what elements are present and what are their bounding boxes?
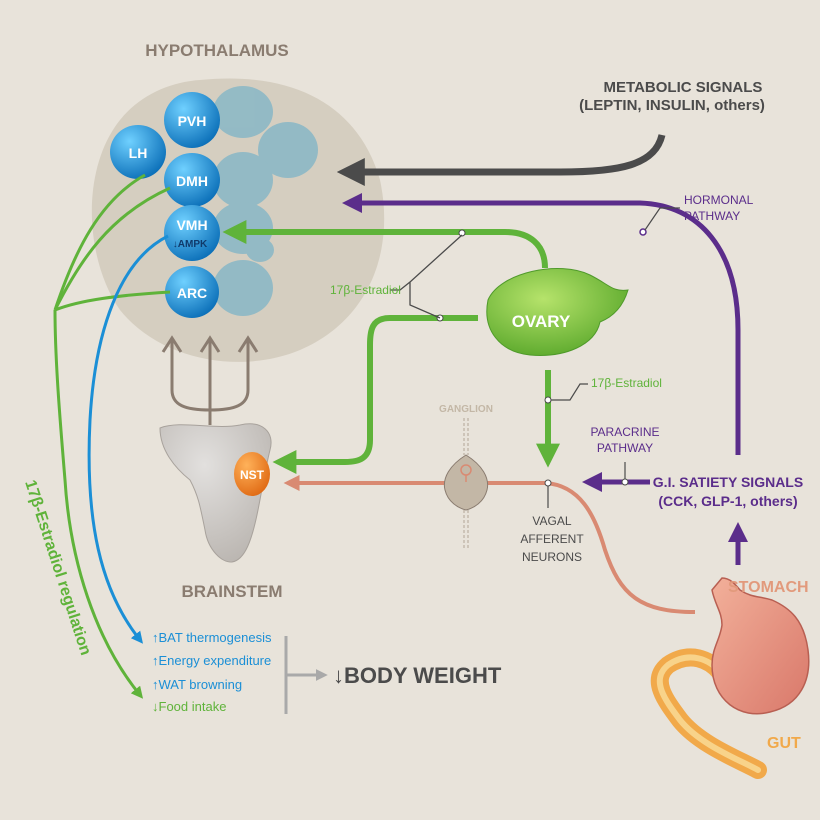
dmh-label: DMH — [176, 173, 208, 189]
nucleus-arc: ARC — [165, 266, 219, 318]
outcome-bat: ↑BAT thermogenesis — [152, 630, 272, 645]
estradiol-left-label: 17β-Estradiol — [330, 283, 401, 297]
metabolic-signals-title: METABOLIC SIGNALS — [604, 79, 763, 96]
hormonal-junction — [639, 228, 647, 236]
gut-label: GUT — [767, 735, 801, 752]
vmh-junction — [458, 229, 466, 237]
hormonal-line1: HORMONAL — [684, 193, 754, 207]
gut — [650, 648, 767, 779]
stomach — [711, 577, 810, 715]
estradiol-bracket — [390, 234, 463, 319]
arc-label: ARC — [177, 285, 207, 301]
ovary-leader — [551, 383, 588, 401]
vagal-afferent-arrow — [283, 475, 696, 614]
ovary-to-vmh-arrow — [222, 220, 548, 269]
outcome-wat: ↑WAT browning — [152, 677, 242, 692]
pvh-label: PVH — [178, 113, 207, 129]
paracrine-line2: PATHWAY — [597, 441, 653, 455]
ganglion: GANGLION — [439, 404, 493, 548]
nucleus-dmh: DMH — [164, 153, 220, 207]
paracrine-junction — [621, 478, 629, 486]
outcome-bracket — [284, 636, 310, 714]
nst-label: NST — [240, 468, 265, 482]
paracrine-line1: PARACRINE — [590, 425, 659, 439]
gi-satiety-subtitle: (CCK, GLP-1, others) — [658, 493, 797, 509]
hormonal-leader — [644, 207, 680, 231]
estradiol-ovary-label: 17β-Estradiol — [591, 376, 662, 390]
trident-heads — [161, 335, 259, 353]
nucleus-pvh: PVH — [164, 92, 220, 148]
ovary-junction — [544, 396, 552, 404]
vagal-line2: AFFERENT — [520, 532, 584, 546]
brainstem-title: BRAINSTEM — [181, 582, 282, 601]
metabolic-signals-subtitle: (LEPTIN, INSULIN, others) — [579, 97, 765, 114]
hormonal-pathway-arrow — [342, 193, 741, 455]
faded-nuclei — [213, 86, 318, 316]
ganglion-label: GANGLION — [439, 404, 493, 415]
hypothalamus-title: HYPOTHALAMUS — [145, 41, 289, 60]
vagal-junction — [544, 479, 552, 487]
stomach-label: STOMACH — [728, 579, 809, 596]
body-weight-label: ↓BODY WEIGHT — [333, 663, 502, 688]
vagal-line1: VAGAL — [532, 514, 571, 528]
vmh-blue-curve — [87, 234, 169, 644]
brainstem: NST — [159, 423, 272, 563]
outcome-energy: ↑Energy expenditure — [152, 653, 271, 668]
ovary: OVARY — [486, 268, 629, 356]
nucleus-vmh: VMH ↓AMPK — [164, 205, 220, 261]
ampk-label: ↓AMPK — [173, 239, 208, 250]
estradiol-regulation-label: 17β-Estradiol regulation — [21, 478, 94, 657]
brainstem-to-hypothalamus-arrows — [170, 340, 250, 425]
gi-satiety-title: G.I. SATIETY SIGNALS — [653, 474, 803, 490]
nucleus-lh: LH — [110, 125, 166, 179]
metabolic-signals-arrow — [336, 133, 666, 186]
ovary-label: OVARY — [512, 312, 571, 331]
hormonal-line2: PATHWAY — [684, 209, 740, 223]
estradiol-regulation-curves — [53, 173, 171, 699]
vmh-label: VMH — [176, 217, 207, 233]
lh-label: LH — [129, 145, 148, 161]
ovary-to-nst-arrow — [272, 315, 478, 474]
outcome-food: ↓Food intake — [152, 699, 226, 714]
vagal-line3: NEURONS — [522, 550, 582, 564]
